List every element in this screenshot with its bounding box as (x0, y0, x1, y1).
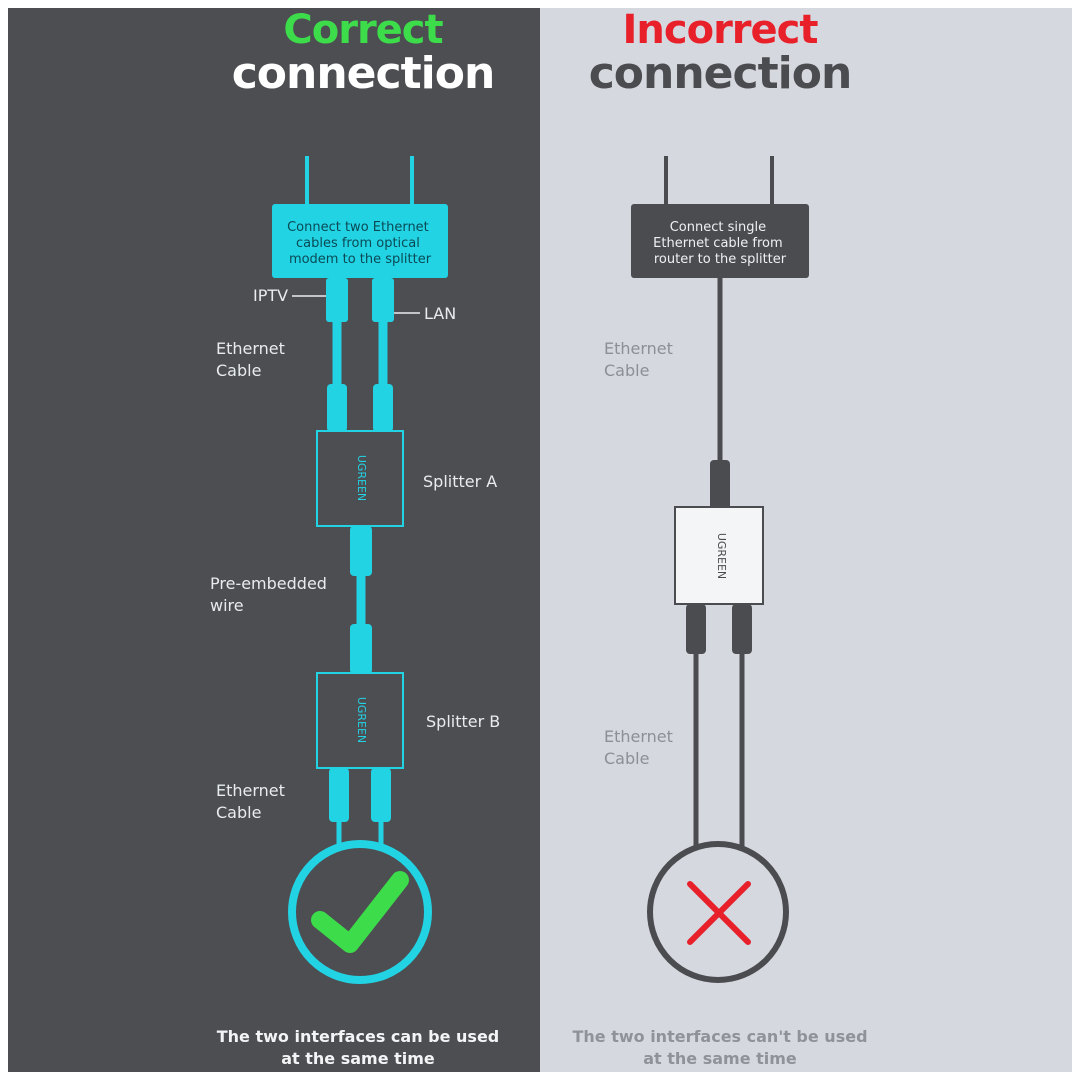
ethernet-cable-bottom-label: Ethernet Cable (216, 780, 285, 824)
incorrect-box-line-3: router to the splitter (654, 252, 787, 267)
correct-status-circle (288, 840, 432, 984)
iptv-plug (326, 278, 348, 322)
svg-text:Connect two Ethernet cab: Connect two Ethernet cables from optical… (287, 220, 433, 267)
incorrect-ethernet-cable-top-label: Ethernet Cable (604, 338, 673, 382)
splitter-a-box (316, 430, 404, 527)
correct-caption: The two interfaces can be used at the sa… (178, 1026, 538, 1070)
iptv-label: IPTV (253, 286, 289, 305)
ethernet-cable-bottom-line-1: Ethernet (216, 781, 285, 800)
splitter-a-label: Splitter A (423, 472, 498, 491)
lan-label: LAN (424, 304, 457, 323)
correct-box-line-2: cables from optical (296, 236, 420, 251)
router-antennas (664, 156, 774, 212)
incorrect-diagram: Connect single Ethernet cable from route… (631, 156, 809, 983)
svg-text:Connect single Ethernet: Connect single Ethernet cable from route… (653, 220, 787, 267)
incorrect-instruction-box (631, 204, 809, 278)
pre-embedded-line-2: wire (210, 596, 244, 615)
pre-embedded-wire (350, 526, 372, 674)
ethernet-cable-bottom-line-2: Cable (216, 803, 262, 822)
correct-caption-line-2: at the same time (281, 1049, 435, 1068)
incorrect-caption-line-1: The two interfaces can't be used (572, 1027, 868, 1046)
incorrect-title-sub: connection (588, 48, 853, 99)
input-cables (305, 156, 414, 212)
ethernet-cable-top-label: Ethernet Cable (216, 338, 285, 382)
correct-box-line-3: modem to the splitter (289, 252, 432, 267)
single-ethernet-cable (710, 278, 730, 510)
correct-caption-line-1: The two interfaces can be used (216, 1027, 500, 1046)
ethernet-cable-top-line-2: Cable (216, 361, 262, 380)
lan-plug (372, 278, 394, 322)
top-ethernet-cables (326, 278, 394, 432)
correct-title-sub: connection (231, 48, 496, 99)
incorrect-box-line-1: Connect single (670, 220, 766, 235)
pre-embedded-label: Pre-embedded wire (210, 573, 327, 617)
splitter-b-box (316, 672, 404, 769)
splitter-a-brand: UGREEN (355, 455, 368, 501)
incorrect-box-line-2: Ethernet cable from (653, 236, 783, 251)
incorrect-ethernet-cable-bottom-line-1: Ethernet (604, 727, 673, 746)
incorrect-title-word: Incorrect (622, 8, 819, 53)
incorrect-panel: Incorrect connection Connect single Ethe… (540, 8, 1072, 1072)
correct-panel: Correct connection Connect two Ethernet … (8, 8, 540, 1072)
splitter-b-brand: UGREEN (355, 697, 368, 743)
incorrect-ethernet-cable-bottom-label: Ethernet Cable (604, 726, 673, 770)
incorrect-ethernet-cable-bottom-line-2: Cable (604, 749, 650, 768)
splitter-b-label: Splitter B (426, 712, 501, 731)
incorrect-caption-line-2: at the same time (643, 1049, 797, 1068)
correct-instruction-box (272, 204, 448, 278)
output-ethernet-cables (686, 604, 752, 856)
correct-title-word: Correct (283, 8, 443, 53)
correct-box-line-1: Connect two Ethernet (287, 220, 429, 235)
ethernet-cable-top-line-1: Ethernet (216, 339, 285, 358)
bottom-ethernet-cables (329, 768, 391, 856)
incorrect-ethernet-cable-top-line-2: Cable (604, 361, 650, 380)
correct-diagram: Connect two Ethernet cables from optical… (272, 156, 448, 984)
incorrect-ethernet-cable-top-line-1: Ethernet (604, 339, 673, 358)
incorrect-caption: The two interfaces can't be used at the … (540, 1026, 900, 1070)
cross-icon (687, 881, 751, 945)
pre-embedded-line-1: Pre-embedded (210, 574, 327, 593)
checkmark-icon (311, 871, 409, 953)
incorrect-splitter-box (674, 506, 764, 605)
incorrect-splitter-brand: UGREEN (715, 533, 728, 579)
